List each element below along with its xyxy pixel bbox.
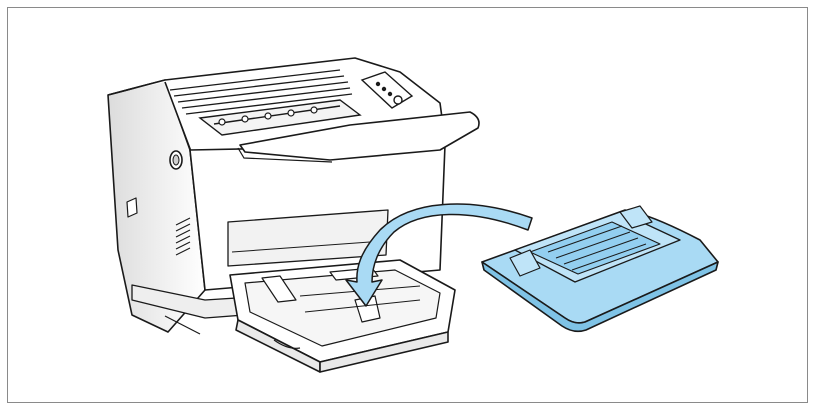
power-switch (126, 197, 138, 218)
install-arrow (345, 203, 533, 307)
paper-guide-left (261, 275, 297, 303)
output-tray (239, 111, 480, 161)
panel-button (393, 95, 403, 105)
roller-row (218, 106, 318, 126)
indicator-light-3 (387, 91, 393, 97)
cover-tab-left (509, 249, 541, 277)
output-slot (198, 99, 362, 136)
indicator-light-2 (381, 86, 387, 92)
front-door (227, 209, 389, 267)
cassette-cover (481, 205, 719, 333)
paper-cassette (229, 259, 456, 373)
top-vent-lines (169, 69, 353, 115)
side-vent (175, 217, 191, 256)
control-panel (360, 71, 414, 109)
indicator-light-1 (375, 81, 381, 87)
cover-tab-right (619, 205, 653, 229)
